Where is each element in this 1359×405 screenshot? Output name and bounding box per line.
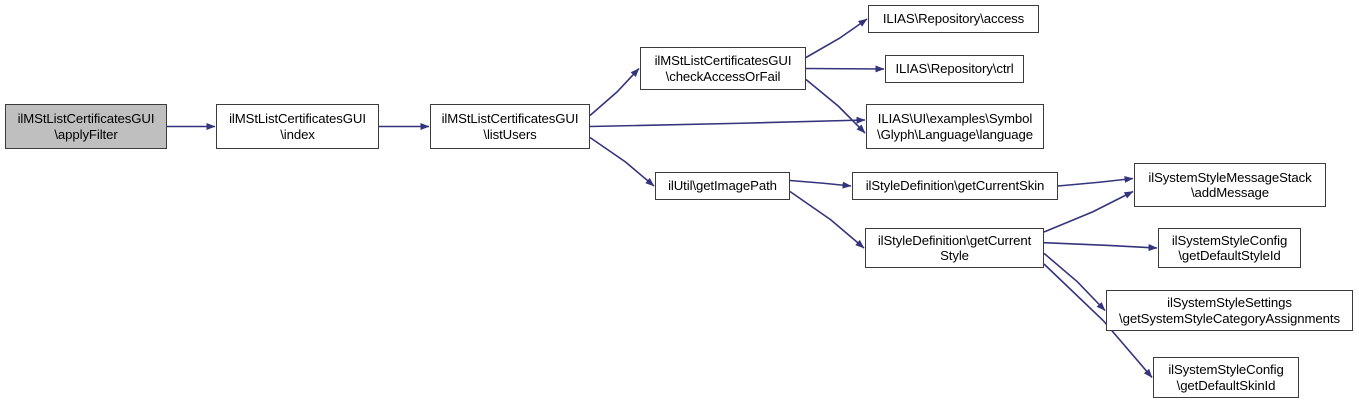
graph-node-label: ilUtil\getImagePath <box>668 178 777 194</box>
graph-edge-getImagePath-to-getCurrentSkin <box>789 179 852 189</box>
graph-node-getSystemStyleCategoryAssignments[interactable]: ilSystemStyleSettings \getSystemStyleCat… <box>1106 290 1353 331</box>
graph-edge-listUsers-to-getImagePath <box>589 136 655 187</box>
graph-node-getDefaultStyleId[interactable]: ilSystemStyleConfig \getDefaultStyleId <box>1158 228 1301 268</box>
graph-node-getDefaultSkinId[interactable]: ilSystemStyleConfig \getDefaultSkinId <box>1153 357 1299 398</box>
graph-node-label: ILIAS\UI\examples\Symbol \Glyph\Language… <box>877 111 1033 142</box>
graph-edge-getCurrentStyle-to-getDefaultStyleId <box>1043 241 1158 252</box>
graph-node-repositoryCtrl[interactable]: ILIAS\Repository\ctrl <box>885 55 1024 83</box>
graph-node-listUsers[interactable]: ilMStListCertificatesGUI \listUsers <box>430 104 590 149</box>
graph-node-label: ilMStListCertificatesGUI \listUsers <box>441 111 579 142</box>
graph-edge-getCurrentStyle-to-getSystemStyleCategoryAssignments <box>1043 252 1106 312</box>
graph-edge-checkAccessOrFail-to-symbolGlyphLanguage <box>805 78 866 134</box>
graph-edge-listUsers-to-checkAccessOrFail <box>589 67 640 117</box>
graph-node-label: ilSystemStyleMessageStack \addMessage <box>1148 169 1312 201</box>
graph-node-label: ILIAS\Repository\access <box>882 11 1025 27</box>
graph-node-getImagePath[interactable]: ilUtil\getImagePath <box>655 172 790 200</box>
graph-node-index[interactable]: ilMStListCertificatesGUI \index <box>216 104 379 149</box>
graph-node-repositoryAccess[interactable]: ILIAS\Repository\access <box>868 5 1039 33</box>
graph-edge-listUsers-to-symbolGlyphLanguage <box>589 116 866 128</box>
graph-node-label: ilSystemStyleConfig \getDefaultSkinId <box>1168 362 1284 393</box>
graph-node-label: ilSystemStyleSettings \getSystemStyleCat… <box>1119 295 1340 326</box>
graph-node-label: ilMStListCertificatesGUI \applyFilter <box>17 111 155 142</box>
graph-node-checkAccessOrFail[interactable]: ilMStListCertificatesGUI \checkAccessOrF… <box>640 47 806 90</box>
graph-node-label: ilSystemStyleConfig \getDefaultStyleId <box>1171 232 1288 264</box>
graph-node-addMessage[interactable]: ilSystemStyleMessageStack \addMessage <box>1134 163 1326 207</box>
graph-node-getCurrentSkin[interactable]: ilStyleDefinition\getCurrentSkin <box>852 172 1058 200</box>
graph-node-label: ilMStListCertificatesGUI \index <box>229 111 366 142</box>
graph-edge-checkAccessOrFail-to-repositoryCtrl <box>805 65 885 73</box>
graph-edge-getCurrentSkin-to-addMessage <box>1057 175 1134 187</box>
graph-edge-checkAccessOrFail-to-repositoryAccess <box>805 18 868 59</box>
graph-node-applyFilter[interactable]: ilMStListCertificatesGUI \applyFilter <box>5 104 167 149</box>
graph-node-label: ilStyleDefinition\getCurrentSkin <box>865 178 1045 194</box>
graph-node-label: ilStyleDefinition\getCurrent Style <box>877 232 1032 264</box>
graph-node-getCurrentStyle[interactable]: ilStyleDefinition\getCurrent Style <box>865 228 1044 268</box>
graph-node-symbolGlyphLanguage[interactable]: ILIAS\UI\examples\Symbol \Glyph\Language… <box>866 104 1044 149</box>
graph-node-label: ilMStListCertificatesGUI \checkAccessOrF… <box>654 53 792 84</box>
graph-node-label: ILIAS\Repository\ctrl <box>895 61 1014 77</box>
